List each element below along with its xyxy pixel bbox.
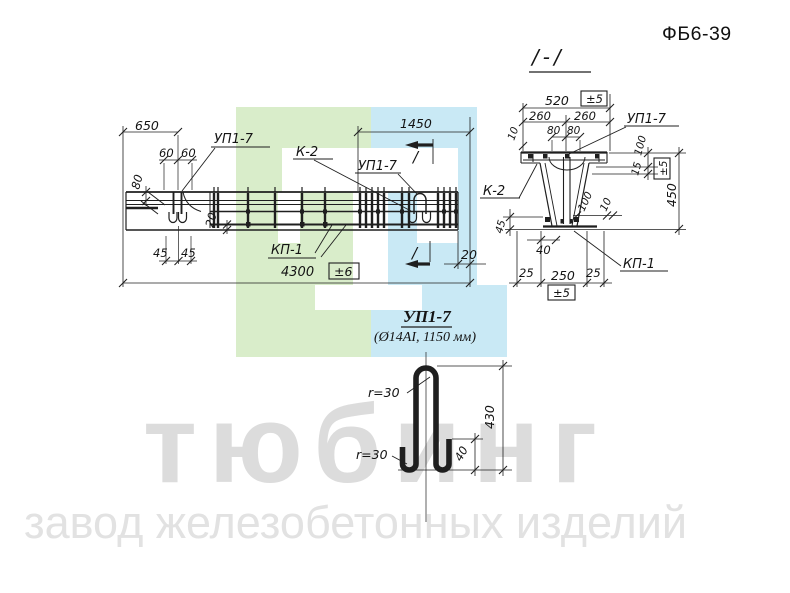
dim-25b: 25	[586, 266, 601, 280]
dim-100-mid: 100	[576, 190, 595, 214]
cut-mark-upper-label: /	[411, 148, 420, 166]
tol-5-bottom: ±5	[553, 286, 570, 300]
section-outline	[505, 151, 686, 230]
detail-title: УП1-7	[403, 307, 452, 326]
tol-6: ±6	[334, 264, 352, 279]
dim-10-mid: 10	[598, 196, 615, 213]
section-labels	[480, 125, 679, 272]
hanger-loop-mid	[407, 192, 432, 224]
dim-40-detail: 40	[451, 444, 470, 464]
dim-250: 250	[551, 268, 575, 283]
section-rebar-dots	[528, 154, 600, 224]
tol-5-top: ±5	[586, 92, 603, 106]
dim-20-left: 20	[202, 211, 219, 229]
detail-subtitle: (Ø14AI, 1150 мм)	[374, 330, 476, 345]
dim-4300: 4300	[281, 265, 314, 280]
sheet-code: ФБ6-39	[662, 23, 732, 45]
dim-10-left: 10	[506, 125, 522, 142]
dim-80a: 80	[547, 125, 561, 137]
stirrups	[212, 187, 458, 228]
cut-mark-lower-label: /	[410, 244, 419, 262]
dim-20-right: 20	[461, 247, 477, 262]
section-cut-marks	[405, 139, 434, 268]
dim-r30-bottom: r=30	[356, 447, 388, 462]
hanger-loop-left	[168, 192, 188, 224]
dim-45-left: 45	[493, 218, 508, 234]
dim-430: 430	[482, 405, 497, 429]
elevation-ticks	[118, 127, 475, 288]
section-title: /-/	[530, 45, 565, 69]
dim-80: 80	[128, 173, 145, 191]
dim-25a: 25	[519, 266, 534, 280]
label-kp1-section: КП-1	[623, 257, 655, 272]
logo-white-cut-1	[282, 148, 458, 192]
dim-r30-top: r=30	[368, 385, 400, 400]
label-k2-section: К-2	[483, 184, 505, 199]
watermark-brand: тюбинг	[143, 383, 610, 506]
watermark-tagline: завод железобетонных изделий	[24, 497, 688, 548]
tol-5-right: ±5	[658, 160, 670, 176]
logo-white-cut-5	[315, 285, 422, 310]
dim-45a: 45	[153, 246, 168, 260]
dim-650: 650	[135, 118, 159, 133]
logo-cyan-block-lower	[477, 285, 507, 357]
elevation-labels	[181, 146, 418, 280]
label-up17-section: УП1-7	[627, 112, 667, 127]
mesh-dots	[246, 209, 458, 227]
section-view: /-/	[480, 45, 686, 301]
dim-80b: 80	[567, 125, 581, 137]
dim-520: 520	[545, 93, 569, 108]
beam-elevation: 650 60 60 80 1450 УП1-7 К-2 УП1-7 КП-1 4…	[118, 116, 486, 288]
label-up17-mid: УП1-7	[358, 159, 398, 174]
dim-1450: 1450	[400, 116, 432, 131]
section-ticks	[505, 103, 684, 288]
bar-detail: УП1-7 (Ø14AI, 1150 мм) r=30	[356, 307, 512, 522]
label-k2: К-2	[296, 145, 318, 160]
dim-15-right: 15	[629, 160, 644, 176]
dim-260b: 260	[574, 109, 596, 123]
detail-dimensions	[391, 360, 512, 476]
dim-40-section: 40	[536, 243, 551, 257]
dim-60a: 60	[159, 146, 174, 160]
label-up17-left: УП1-7	[214, 132, 254, 147]
dim-45b: 45	[181, 246, 196, 260]
elevation-dimensions	[122, 117, 486, 287]
detail-ticks	[470, 361, 508, 475]
dim-450: 450	[664, 183, 679, 207]
label-kp1: КП-1	[271, 243, 303, 258]
dim-260a: 260	[529, 109, 551, 123]
dim-60b: 60	[181, 146, 196, 160]
dim-100-right: 100	[632, 134, 649, 157]
